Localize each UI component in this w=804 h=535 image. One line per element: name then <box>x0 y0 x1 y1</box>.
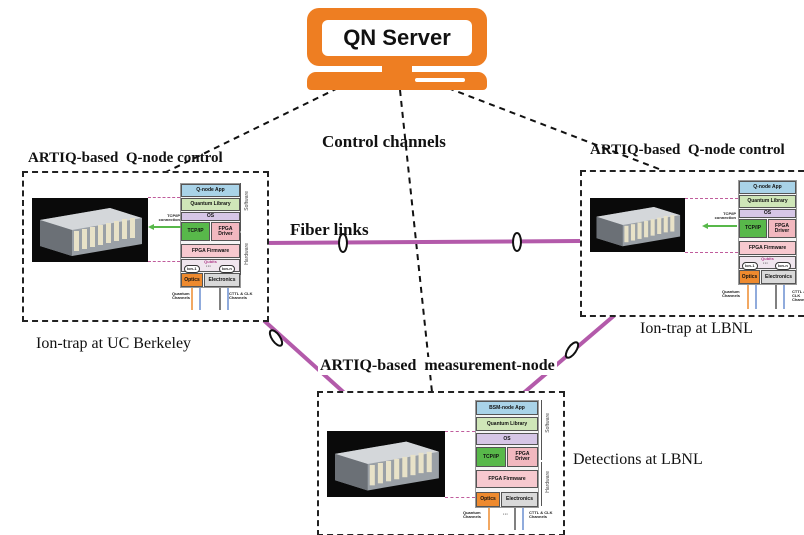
right-software-stack: Q-node App Quantum Library OS TCP/IP FPG… <box>738 180 797 285</box>
os-layer: OS <box>181 212 240 221</box>
fiber-links-label: Fiber links <box>290 220 369 239</box>
left-node-title: ARTIQ-based Q-node control <box>28 150 223 166</box>
left-qnode-box: Q-node App Quantum Library OS TCP/IP FPG… <box>22 171 269 322</box>
hardware-rack-image <box>327 431 445 497</box>
electronics-layer: Electronics <box>761 270 796 284</box>
server-label: QN Server <box>322 20 472 56</box>
tcp-connection-label: TCP/IP connection <box>714 211 736 220</box>
tcpip-layer: TCP/IP <box>476 447 506 467</box>
electronics-layer: Electronics <box>501 492 538 507</box>
control-channel-meas <box>399 89 433 393</box>
electronics-layer: Electronics <box>204 273 240 287</box>
rack-connector-top <box>685 198 738 199</box>
ion-n-label: Ion-n <box>219 265 235 273</box>
channel-arrows-icon <box>191 288 229 310</box>
fiber-loop-icon <box>338 233 348 253</box>
hardware-label: Hardware <box>244 243 250 265</box>
fpga-driver-layer: FPGA Driver <box>211 222 240 241</box>
qnode-app-layer: Q-node App <box>739 181 796 194</box>
cttl-channels-label: CTTL & CLK Channels <box>529 510 553 519</box>
fiber-link-horizontal <box>262 239 581 245</box>
software-label: Software <box>244 191 250 211</box>
tcp-arrow-icon <box>148 224 181 230</box>
qubits-label: Qubits <box>761 256 774 261</box>
control-channel-left <box>157 87 339 177</box>
software-label: Software <box>545 413 551 433</box>
software-bracket <box>240 183 241 231</box>
hardware-label: Hardware <box>545 471 551 493</box>
fpga-firmware-layer: FPGA Firmware <box>181 244 240 258</box>
meas-node-title: ARTIQ-based measurement-node <box>318 357 557 375</box>
fpga-firmware-layer: FPGA Firmware <box>739 241 796 255</box>
hardware-rack-image <box>32 198 148 262</box>
os-layer: OS <box>476 433 538 445</box>
right-qnode-box: Q-node App Quantum Library OS TCP/IP FPG… <box>580 170 804 317</box>
rack-connector-top <box>445 431 475 432</box>
meas-software-stack: BSM-node App Quantum Library OS TCP/IP F… <box>475 400 539 508</box>
cttl-channels-label: CTTL & CLK Channels <box>229 291 253 300</box>
hardware-bracket <box>541 462 542 506</box>
measurement-node-box: BSM-node App Quantum Library OS TCP/IP F… <box>317 391 565 535</box>
fiber-loop-icon <box>512 232 522 252</box>
right-node-title: ARTIQ-based Q-node control <box>590 142 785 158</box>
quantum-channels-label: Quantum Channels <box>172 291 191 300</box>
cttl-channels-label: CTTL & CLK Channels <box>792 290 804 302</box>
qnode-app-layer: Q-node App <box>181 184 240 197</box>
quantum-library-layer: Quantum Library <box>181 198 240 211</box>
rack-connector-bottom <box>685 252 738 253</box>
tcp-connection-label: TCP/IP connection <box>158 213 180 222</box>
fiber-loop-icon <box>564 341 580 359</box>
optics-layer: Optics <box>739 270 760 284</box>
server-base <box>307 72 487 90</box>
ion-dots: ··· <box>206 264 211 270</box>
channel-arrows-icon <box>747 285 785 309</box>
optics-layer: Optics <box>181 273 203 287</box>
ion-1-label: Ion-1 <box>184 265 200 273</box>
quantum-library-layer: Quantum Library <box>739 195 796 208</box>
quantum-channels-label: Quantum Channels <box>463 510 482 519</box>
quantum-library-layer: Quantum Library <box>476 417 538 431</box>
tcpip-layer: TCP/IP <box>739 219 767 238</box>
hardware-bracket <box>240 233 241 275</box>
bsm-app-layer: BSM-node App <box>476 401 538 415</box>
quantum-channels-label: Quantum Channels <box>722 289 741 298</box>
optics-layer: Optics <box>476 492 500 507</box>
ion-dots: ··· <box>763 261 768 267</box>
hardware-rack-image <box>590 198 685 252</box>
tcp-arrow-icon <box>702 223 737 229</box>
ion-1-label: Ion-1 <box>742 262 758 270</box>
control-channels-label: Control channels <box>322 132 446 151</box>
server-slot <box>415 78 465 82</box>
control-channel-right <box>447 87 673 175</box>
right-node-caption: Ion-trap at LBNL <box>640 320 753 337</box>
channel-dots: ··· <box>503 512 508 518</box>
meas-node-caption: Detections at LBNL <box>573 451 703 468</box>
rack-connector-bottom <box>445 497 475 498</box>
rack-connector-top <box>148 197 180 198</box>
fpga-driver-layer: FPGA Driver <box>768 219 796 238</box>
os-layer: OS <box>739 209 796 218</box>
ion-n-label: Ion-n <box>775 262 791 270</box>
rack-connector-bottom <box>148 261 180 262</box>
fiber-loop-icon <box>268 329 284 347</box>
channel-arrows-icon <box>488 508 524 530</box>
left-software-stack: Q-node App Quantum Library OS TCP/IP FPG… <box>180 183 241 288</box>
tcpip-layer: TCP/IP <box>181 222 210 241</box>
software-bracket <box>541 400 542 460</box>
fpga-driver-layer: FPGA Driver <box>507 447 538 467</box>
fpga-firmware-layer: FPGA Firmware <box>476 470 538 488</box>
qubits-label: Qubits <box>204 259 217 264</box>
server-neck <box>382 66 412 72</box>
left-node-caption: Ion-trap at UC Berkeley <box>36 335 192 352</box>
